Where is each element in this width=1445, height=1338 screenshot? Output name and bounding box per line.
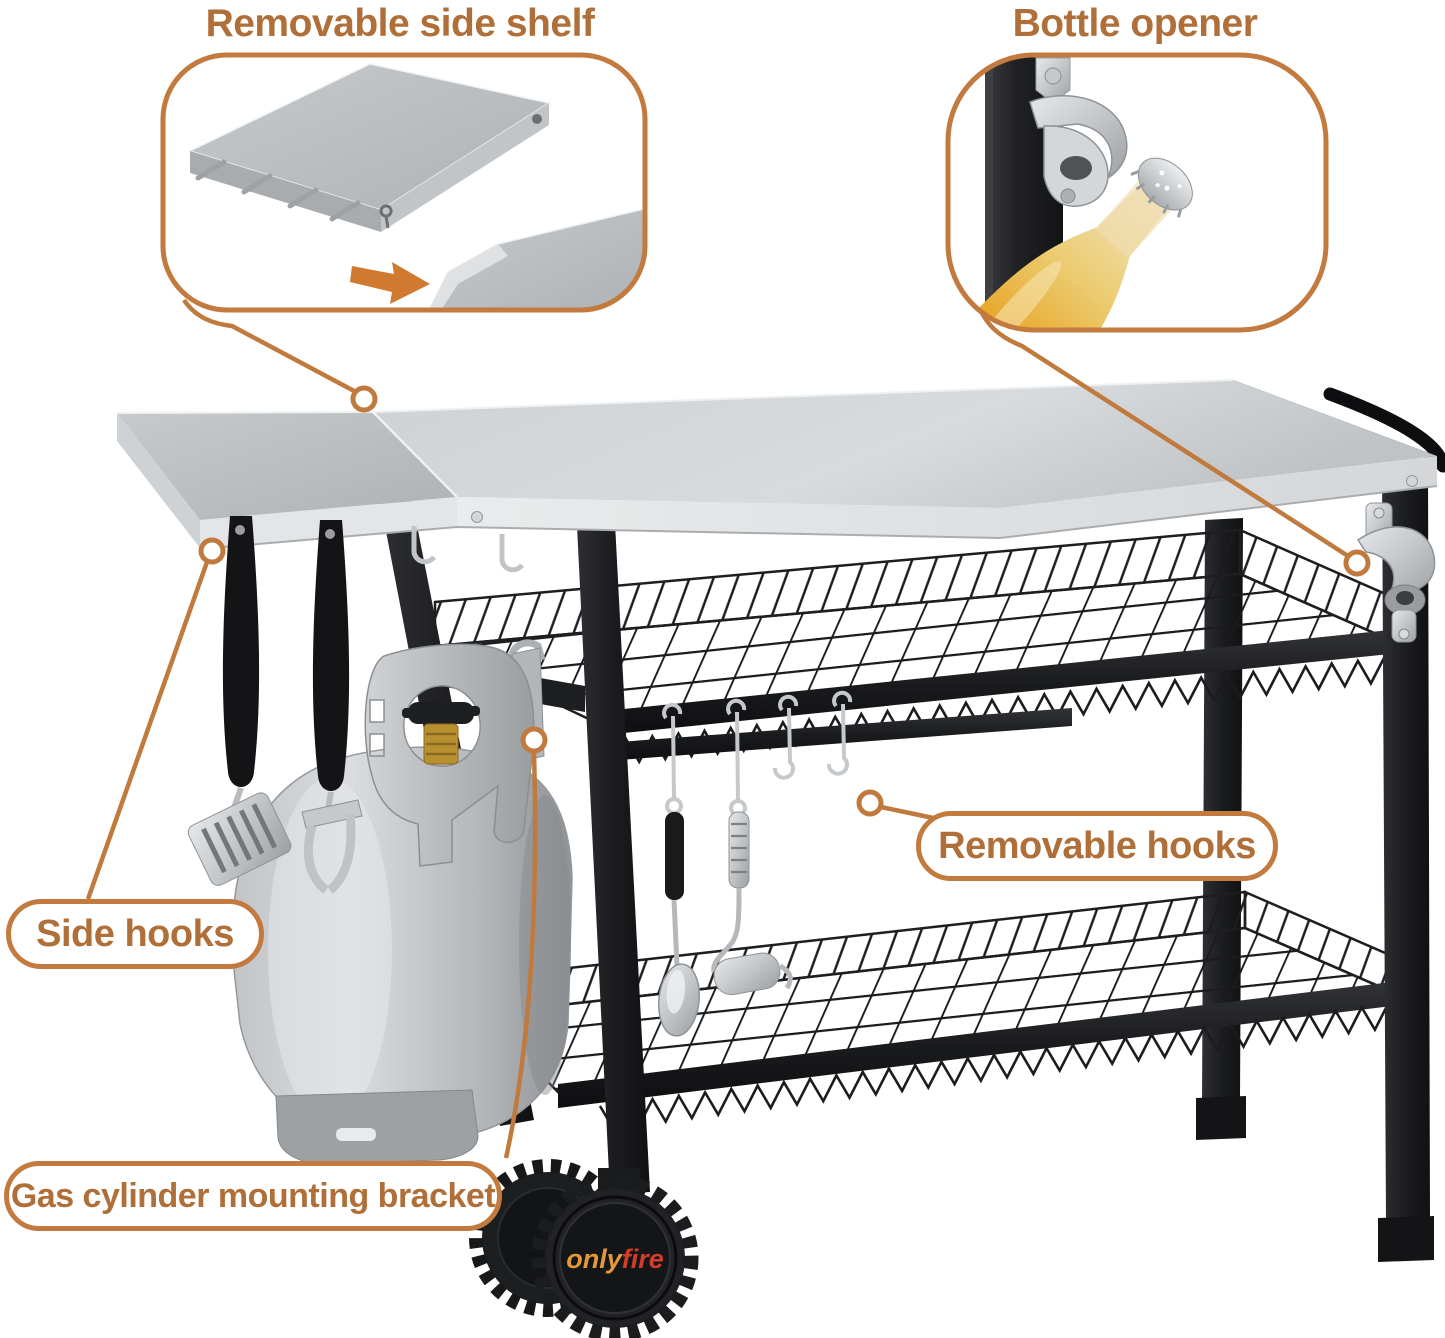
side-shelf-callout-title: Removable side shelf (205, 2, 595, 45)
side-hooks-connector-end (198, 537, 226, 565)
s-hook (773, 694, 799, 780)
removable-hooks-connector (880, 804, 939, 822)
removable-hooks-connector-end (856, 789, 884, 817)
stainless-tabletop (116, 379, 1445, 573)
gas-bracket-connector (503, 751, 538, 1159)
keyhole-slot (532, 114, 542, 124)
front-wheel: onlyfire (531, 1174, 699, 1338)
side-shelf-inset-border (160, 52, 648, 313)
middle-basket-wire-fringe (598, 657, 1386, 768)
utensil-ring (665, 797, 683, 815)
removable-hooks-label: Removable hooks (916, 811, 1278, 881)
side-shelf-inset (160, 52, 648, 313)
tank-collar (364, 643, 535, 867)
bottle-opener-connector-end (1343, 549, 1371, 577)
beer-bottle (948, 157, 1193, 330)
fork-head (301, 799, 363, 894)
tank-foot-ring (275, 1089, 479, 1165)
side-shelf-connector (182, 298, 358, 394)
arrow-icon (350, 262, 430, 304)
bottom-basket-wire-fringe (598, 1003, 1390, 1131)
bottle-opener-callout-title: Bottle opener (1012, 2, 1258, 45)
fork-handle (312, 520, 350, 791)
screw (471, 511, 483, 523)
grill-cart: onlyfire (116, 379, 1445, 1338)
gas-bracket-connector-end (520, 726, 548, 754)
screw (1406, 475, 1418, 487)
side-hooks-with-utensils (187, 516, 363, 894)
gas-cylinder (231, 639, 573, 1165)
side-hooks-label: Side hooks (6, 899, 264, 969)
s-hook (827, 690, 853, 776)
hook-bar (592, 708, 1072, 762)
shelf-slab-main (187, 63, 551, 232)
logo-fire: fire (622, 1244, 664, 1274)
s-hook (662, 702, 683, 799)
side-shelf-connector-end (350, 385, 378, 413)
spatula-head (187, 792, 292, 886)
hanging-grill-tool (711, 811, 793, 996)
bottle-opener-closeup (997, 57, 1128, 309)
bottle-opener-inset (945, 52, 1329, 333)
removable-s-hooks (662, 690, 853, 817)
bottle-opener-inset-border (945, 52, 1329, 333)
small-edge-hooks (411, 526, 525, 573)
shelf-mounting-pegs (195, 159, 361, 222)
middle-shelf-basket (430, 528, 1395, 768)
hanging-spoon (658, 812, 700, 1037)
shelf-slab-second (426, 207, 645, 310)
gas-bracket-label: Gas cylinder mounting bracket (4, 1161, 502, 1231)
s-hook (726, 698, 747, 801)
spatula-handle (222, 516, 260, 787)
side-hooks-connector (85, 561, 210, 900)
side-handle (1323, 387, 1445, 473)
onlyfire-wheel-logo: onlyfire (566, 1244, 664, 1274)
keyhole-slot (379, 204, 393, 229)
tank-valve (402, 702, 480, 765)
front-right-leg (1378, 468, 1434, 1262)
bottle-opener-on-leg (1356, 502, 1436, 643)
logo-only: only (566, 1244, 623, 1274)
